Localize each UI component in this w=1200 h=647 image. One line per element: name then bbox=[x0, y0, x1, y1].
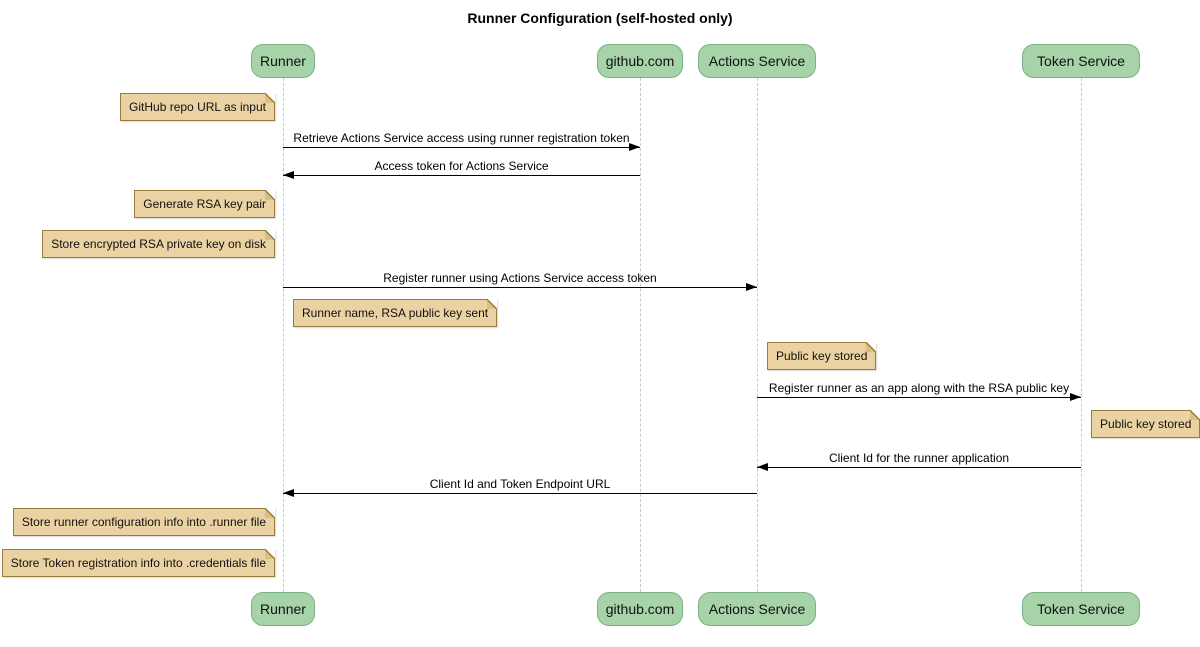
note-text: Generate RSA key pair bbox=[143, 197, 266, 211]
note: Runner name, RSA public key sent bbox=[293, 299, 498, 327]
participant-token-top: Token Service bbox=[1022, 44, 1140, 78]
message-line bbox=[283, 287, 757, 288]
message-label: Client Id and Token Endpoint URL bbox=[429, 477, 611, 491]
participant-github-top: github.com bbox=[597, 44, 683, 78]
note-fold-icon bbox=[265, 93, 275, 103]
message-label: Client Id for the runner application bbox=[828, 451, 1010, 465]
note-text: Public key stored bbox=[1100, 417, 1192, 431]
note: Store runner configuration info into .ru… bbox=[12, 508, 275, 536]
message-label: Register runner using Actions Service ac… bbox=[383, 271, 657, 285]
message-line bbox=[283, 493, 757, 494]
note-fold-icon bbox=[265, 549, 275, 559]
note-text: Store encrypted RSA private key on disk bbox=[51, 237, 266, 251]
arrowhead-icon bbox=[746, 283, 757, 291]
arrowhead-icon bbox=[757, 463, 768, 471]
note: Public key stored bbox=[1091, 410, 1200, 438]
message-line bbox=[283, 175, 640, 176]
lifeline-github bbox=[639, 78, 641, 592]
note-text: Store runner configuration info into .ru… bbox=[21, 515, 266, 529]
note: Generate RSA key pair bbox=[134, 190, 275, 218]
note-fold-icon bbox=[265, 508, 275, 518]
note: Store Token registration info into .cred… bbox=[1, 549, 275, 577]
note: GitHub repo URL as input bbox=[120, 93, 275, 121]
note-fold-icon bbox=[265, 230, 275, 240]
arrowhead-icon bbox=[283, 489, 294, 497]
arrowhead-icon bbox=[283, 171, 294, 179]
participant-runner-bottom: Runner bbox=[251, 592, 315, 626]
note: Store encrypted RSA private key on disk bbox=[42, 230, 275, 258]
message-label: Access token for Actions Service bbox=[374, 159, 549, 173]
message-label: Retrieve Actions Service access using ru… bbox=[293, 131, 630, 145]
participant-actions-top: Actions Service bbox=[698, 44, 816, 78]
message-line bbox=[757, 397, 1081, 398]
note-fold-icon bbox=[265, 190, 275, 200]
diagram-title: Runner Configuration (self-hosted only) bbox=[467, 10, 733, 26]
note-fold-icon bbox=[1190, 410, 1200, 420]
lifeline-actions bbox=[756, 78, 758, 592]
arrowhead-icon bbox=[1070, 393, 1081, 401]
note-text: Store Token registration info into .cred… bbox=[10, 556, 266, 570]
note-fold-icon bbox=[866, 342, 877, 352]
message-line bbox=[757, 467, 1081, 468]
arrowhead-icon bbox=[629, 143, 640, 151]
lifeline-runner bbox=[282, 78, 284, 592]
note-text: Runner name, RSA public key sent bbox=[302, 306, 489, 320]
note-fold-icon bbox=[487, 299, 498, 309]
note: Public key stored bbox=[767, 342, 877, 370]
participant-runner-top: Runner bbox=[251, 44, 315, 78]
participant-actions-bottom: Actions Service bbox=[698, 592, 816, 626]
lifeline-token bbox=[1080, 78, 1082, 592]
note-text: Public key stored bbox=[776, 349, 868, 363]
message-label: Register runner as an app along with the… bbox=[768, 381, 1070, 395]
message-line bbox=[283, 147, 640, 148]
participant-token-bottom: Token Service bbox=[1022, 592, 1140, 626]
participant-github-bottom: github.com bbox=[597, 592, 683, 626]
note-text: GitHub repo URL as input bbox=[129, 100, 266, 114]
